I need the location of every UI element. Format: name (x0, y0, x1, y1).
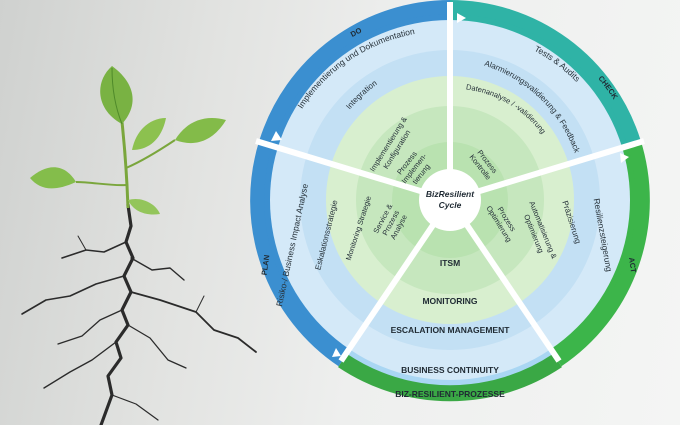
hub-title-line2: Cycle (439, 200, 462, 210)
layer-label-continuity: BUSINESS CONTINUITY (401, 365, 499, 375)
hub-title-line1: BizResilient (426, 189, 475, 199)
play-triangle-icon (332, 348, 341, 357)
play-triangle-icon (620, 153, 629, 163)
layer-label-itsm: ITSM (440, 258, 460, 268)
business-continuity-band (318, 310, 582, 393)
segment-label-plan: PLAN (260, 254, 272, 275)
hub-center (419, 169, 481, 231)
play-triangle-icon (457, 13, 466, 23)
play-triangle-icon (271, 131, 282, 141)
layer-label-escalation: ESCALATION MANAGEMENT (391, 325, 511, 335)
layer-label-processes: BIZ-RESILIENT-PROZESSE (395, 389, 505, 399)
plant-sprout-icon (30, 66, 226, 215)
concrete-crack (21, 203, 257, 425)
segment-label-act: ACT (627, 257, 638, 274)
layer-label-monitoring: MONITORING (422, 296, 477, 306)
segment-dividers (255, 2, 645, 363)
